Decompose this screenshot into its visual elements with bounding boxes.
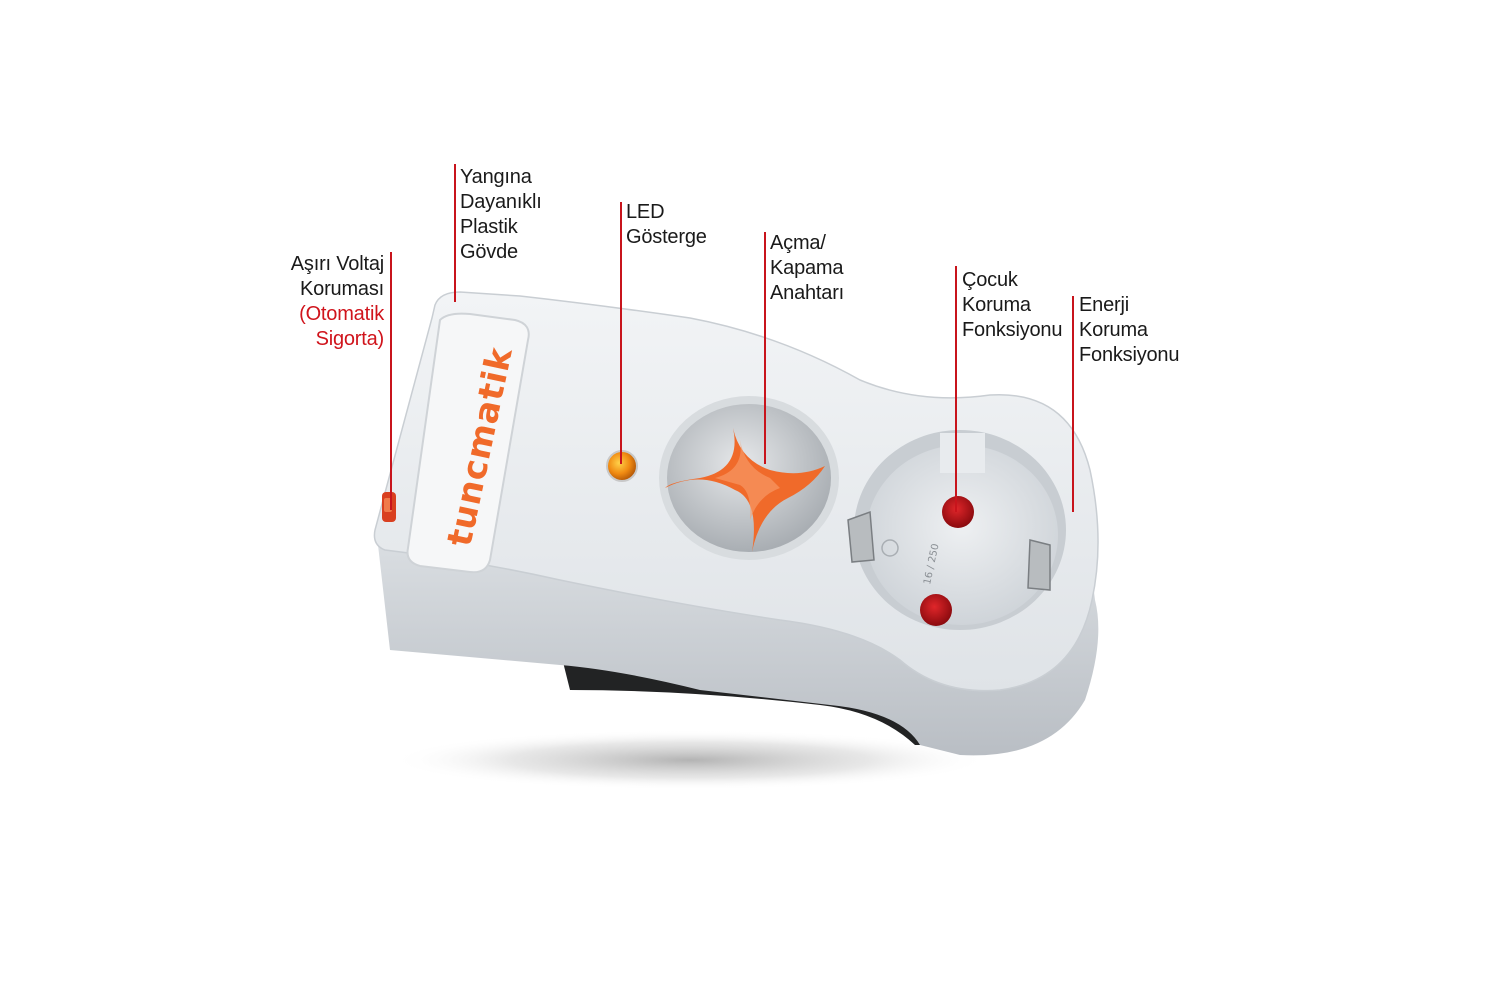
callout-child-line3: Fonksiyonu <box>962 319 1063 341</box>
callout-led-line1: LED <box>626 201 665 223</box>
leader-body <box>454 164 456 302</box>
callout-child-line1: Çocuk <box>962 269 1018 291</box>
callout-energy-protection: Enerji Koruma Fonksiyonu <box>1079 293 1179 368</box>
callout-body-line4: Gövde <box>460 241 518 263</box>
label-panel <box>406 312 530 574</box>
callout-power-switch: Açma/ Kapama Anahtarı <box>770 231 844 306</box>
callout-overvoltage-line1: Aşırı Voltaj <box>290 253 384 275</box>
callout-body-line1: Yangına <box>460 166 532 188</box>
callout-energy-line1: Enerji <box>1079 294 1129 316</box>
power-button <box>659 396 839 560</box>
socket: 16 / 250 <box>847 430 1066 630</box>
callout-overvoltage-line3: (Otomatik <box>299 303 384 325</box>
leader-overvoltage <box>390 252 392 510</box>
callout-energy-line2: Koruma <box>1079 319 1148 341</box>
callout-fire-resistant-body: Yangına Dayanıklı Plastik Gövde <box>460 165 542 265</box>
callout-switch-line1: Açma/ <box>770 232 826 254</box>
ground-clip-left <box>847 510 875 563</box>
callout-overvoltage-line4: Sigorta) <box>315 328 385 350</box>
leader-child <box>955 266 957 512</box>
socket-hole-top <box>942 496 974 528</box>
socket-hole-bottom <box>920 594 952 626</box>
leader-energy <box>1072 296 1074 512</box>
leader-switch <box>764 232 766 464</box>
callout-body-line3: Plastik <box>460 216 518 238</box>
led-indicator <box>606 450 638 482</box>
callout-switch-line2: Kapama <box>770 257 844 279</box>
socket-notch <box>940 433 985 473</box>
leader-led <box>620 202 622 464</box>
callout-energy-line3: Fonksiyonu <box>1079 344 1180 366</box>
callout-child-protection: Çocuk Koruma Fonksiyonu <box>962 268 1062 343</box>
callout-child-line2: Koruma <box>962 294 1031 316</box>
callout-switch-line3: Anahtarı <box>770 282 845 304</box>
ground-clip-right <box>1027 539 1051 591</box>
floor-shadow <box>390 730 990 790</box>
callout-body-line2: Dayanıklı <box>460 191 542 213</box>
callout-overvoltage-line2: Koruması <box>300 278 384 300</box>
callout-led-indicator: LED Gösterge <box>626 200 707 250</box>
callout-led-line2: Gösterge <box>626 226 707 248</box>
callout-overvoltage-protection: Aşırı Voltaj Koruması (Otomatik Sigorta) <box>270 252 384 352</box>
